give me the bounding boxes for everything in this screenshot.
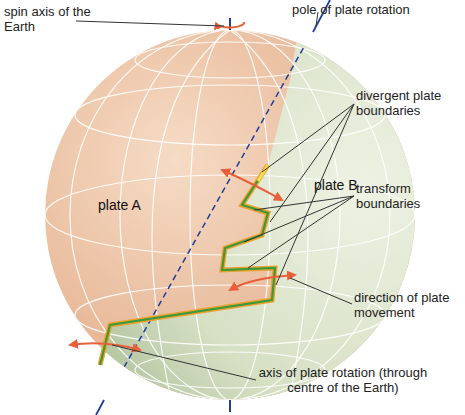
axis-label: pole of plate rotation [292, 2, 462, 17]
plate-label: plate A [98, 198, 178, 213]
boundary-label: transform boundaries [356, 181, 461, 211]
axis-label: spin axis of the Earth [4, 4, 94, 34]
boundary-label: divergent plate boundaries [356, 88, 461, 118]
movement-label: direction of plate movement [354, 290, 459, 320]
axis-label: axis of plate rotation (through centre o… [258, 365, 428, 395]
